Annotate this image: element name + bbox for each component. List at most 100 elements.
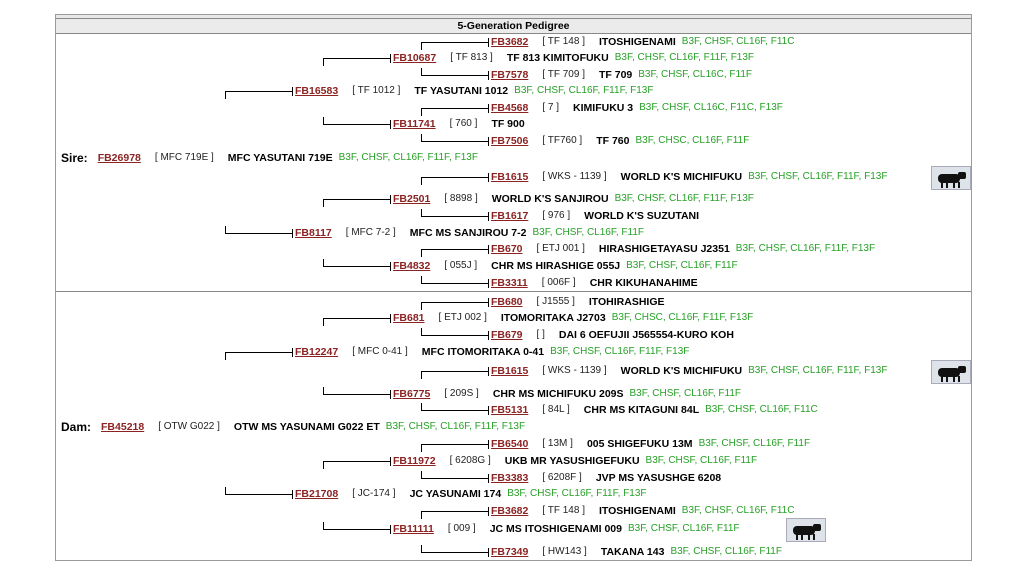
connector-line	[421, 177, 488, 178]
animal-name: WORLD K'S SANJIROU	[491, 193, 609, 205]
animal-name: CHR MS MICHIFUKU 209S	[492, 388, 624, 400]
connector-line	[487, 212, 489, 221]
animal-name: MFC ITOMORITAKA 0-41	[421, 346, 545, 358]
animal-id-link[interactable]: FB1615	[491, 171, 529, 183]
animal-id-link[interactable]: FB3682	[491, 505, 529, 517]
animal-name: 005 SHIGEFUKU 13M	[586, 438, 693, 450]
registration-number: [ 009 ]	[447, 523, 476, 534]
pedigree-connector	[323, 51, 391, 66]
animal-id-link[interactable]: FB4568	[491, 102, 529, 114]
cow-leg	[941, 376, 943, 382]
animal-id-link[interactable]: FB6540	[491, 438, 529, 450]
cow-shape	[813, 524, 821, 531]
animal-id-link[interactable]: FB1617	[491, 210, 529, 222]
genetic-status: B3F, CHSF, CL16F, F11F, F13F	[748, 171, 888, 182]
registration-number: [ TF 148 ]	[542, 505, 585, 516]
animal-id-link[interactable]: FB11972	[393, 455, 436, 467]
genetic-status: B3F, CHSC, CL16F, F11F	[635, 135, 750, 146]
animal-id-link[interactable]: FB11111	[393, 523, 434, 535]
registration-number: [ MFC 719E ]	[154, 152, 214, 163]
animal-id-link[interactable]: FB1615	[491, 365, 529, 377]
connector-line	[389, 457, 391, 466]
connector-line	[323, 259, 324, 267]
registration-number: [ OTW G022 ]	[158, 421, 220, 432]
pedigree-connector	[225, 345, 293, 360]
genetic-status: B3F, CHSF, CL16F, F11F, F13F	[550, 346, 690, 357]
pedigree-connector	[421, 101, 489, 116]
animal-id-link[interactable]: FB3383	[491, 472, 529, 484]
animal-id-link[interactable]: FB8117	[295, 227, 332, 239]
registration-number: [ 209S ]	[444, 388, 479, 399]
connector-line	[487, 548, 489, 557]
connector-line	[421, 276, 422, 284]
genetic-status: B3F, CHSF, CL16F, F11F	[626, 260, 738, 271]
animal-id-link[interactable]: FB4832	[393, 260, 431, 272]
animal-id-link[interactable]: FB681	[393, 312, 425, 324]
pedigree-connector	[225, 487, 293, 501]
black-cow-photo[interactable]	[931, 360, 971, 384]
animal-id-link[interactable]: FB679	[491, 329, 523, 341]
black-cow-photo[interactable]	[931, 166, 971, 190]
cow-leg	[801, 534, 803, 540]
genetic-status: B3F, CHSF, CL16F, F11F, F13F	[507, 488, 647, 499]
connector-line	[421, 141, 488, 142]
connector-line	[225, 352, 292, 353]
connector-line	[389, 262, 391, 271]
cow-shape	[793, 526, 815, 535]
connector-line	[323, 199, 390, 200]
animal-id-link[interactable]: FB10687	[393, 52, 437, 64]
animal-id-link[interactable]: FB7349	[491, 546, 529, 558]
connector-line	[487, 173, 489, 182]
animal-id-link[interactable]: FB680	[491, 296, 523, 308]
connector-line	[225, 91, 226, 99]
registration-number: [ TF 813 ]	[450, 52, 493, 63]
animal-id-link[interactable]: FB16583	[295, 85, 339, 97]
animal-name: TF 813 KIMITOFUKU	[506, 52, 609, 64]
connector-line	[323, 394, 390, 395]
registration-number: [ WKS - 1139 ]	[542, 171, 607, 182]
animal-name: ITOMORITAKA J2703	[500, 312, 606, 324]
animal-name: MFC YASUTANI 719E	[227, 152, 333, 164]
animal-id-link[interactable]: FB5131	[491, 404, 529, 416]
cow-shape	[958, 172, 966, 179]
animal-id-link[interactable]: FB2501	[393, 193, 431, 205]
animal-name: TF 760	[596, 135, 630, 147]
registration-number: [ TF760 ]	[542, 135, 583, 146]
connector-line	[421, 42, 488, 43]
animal-name: TF 709	[598, 69, 633, 81]
cow-in-field-photo[interactable]	[786, 518, 826, 542]
animal-id-link[interactable]: FB670	[491, 243, 523, 255]
connector-line	[225, 494, 292, 495]
animal-id-link[interactable]: FB11741	[393, 118, 436, 130]
cow-leg	[946, 182, 948, 188]
connector-line	[389, 54, 391, 63]
animal-id-link[interactable]: FB21708	[295, 488, 339, 500]
connector-line	[487, 279, 489, 288]
connector-line	[225, 91, 292, 92]
genetic-status: B3F, CHSF, CL16F, F11F	[670, 546, 782, 557]
connector-line	[421, 552, 488, 553]
pedigree-panel: 5-Generation Pedigree FB3682[ TF 148 ]IT…	[55, 14, 972, 561]
registration-number: [ 6208G ]	[449, 455, 491, 466]
cow-leg	[958, 182, 960, 188]
cow-shape	[938, 368, 960, 377]
animal-id-link[interactable]: FB3682	[491, 36, 529, 48]
animal-id-link[interactable]: FB7578	[491, 69, 529, 81]
connector-line	[389, 120, 391, 129]
animal-id-link[interactable]: FB6775	[393, 388, 431, 400]
animal-id-link[interactable]: FB26978	[97, 152, 141, 164]
animal-id-link[interactable]: FB45218	[101, 421, 145, 433]
animal-id-link[interactable]: FB12247	[295, 346, 339, 358]
animal-id-link[interactable]: FB7506	[491, 135, 529, 147]
animal-id-link[interactable]: FB3311	[491, 277, 528, 289]
registration-number: [ 055J ]	[444, 260, 478, 271]
genetic-status: B3F, CHSF, CL16F, F11F, F13F	[514, 85, 654, 96]
connector-line	[421, 68, 422, 76]
pedigree-connector	[421, 403, 489, 417]
pedigree-connector	[421, 68, 489, 82]
